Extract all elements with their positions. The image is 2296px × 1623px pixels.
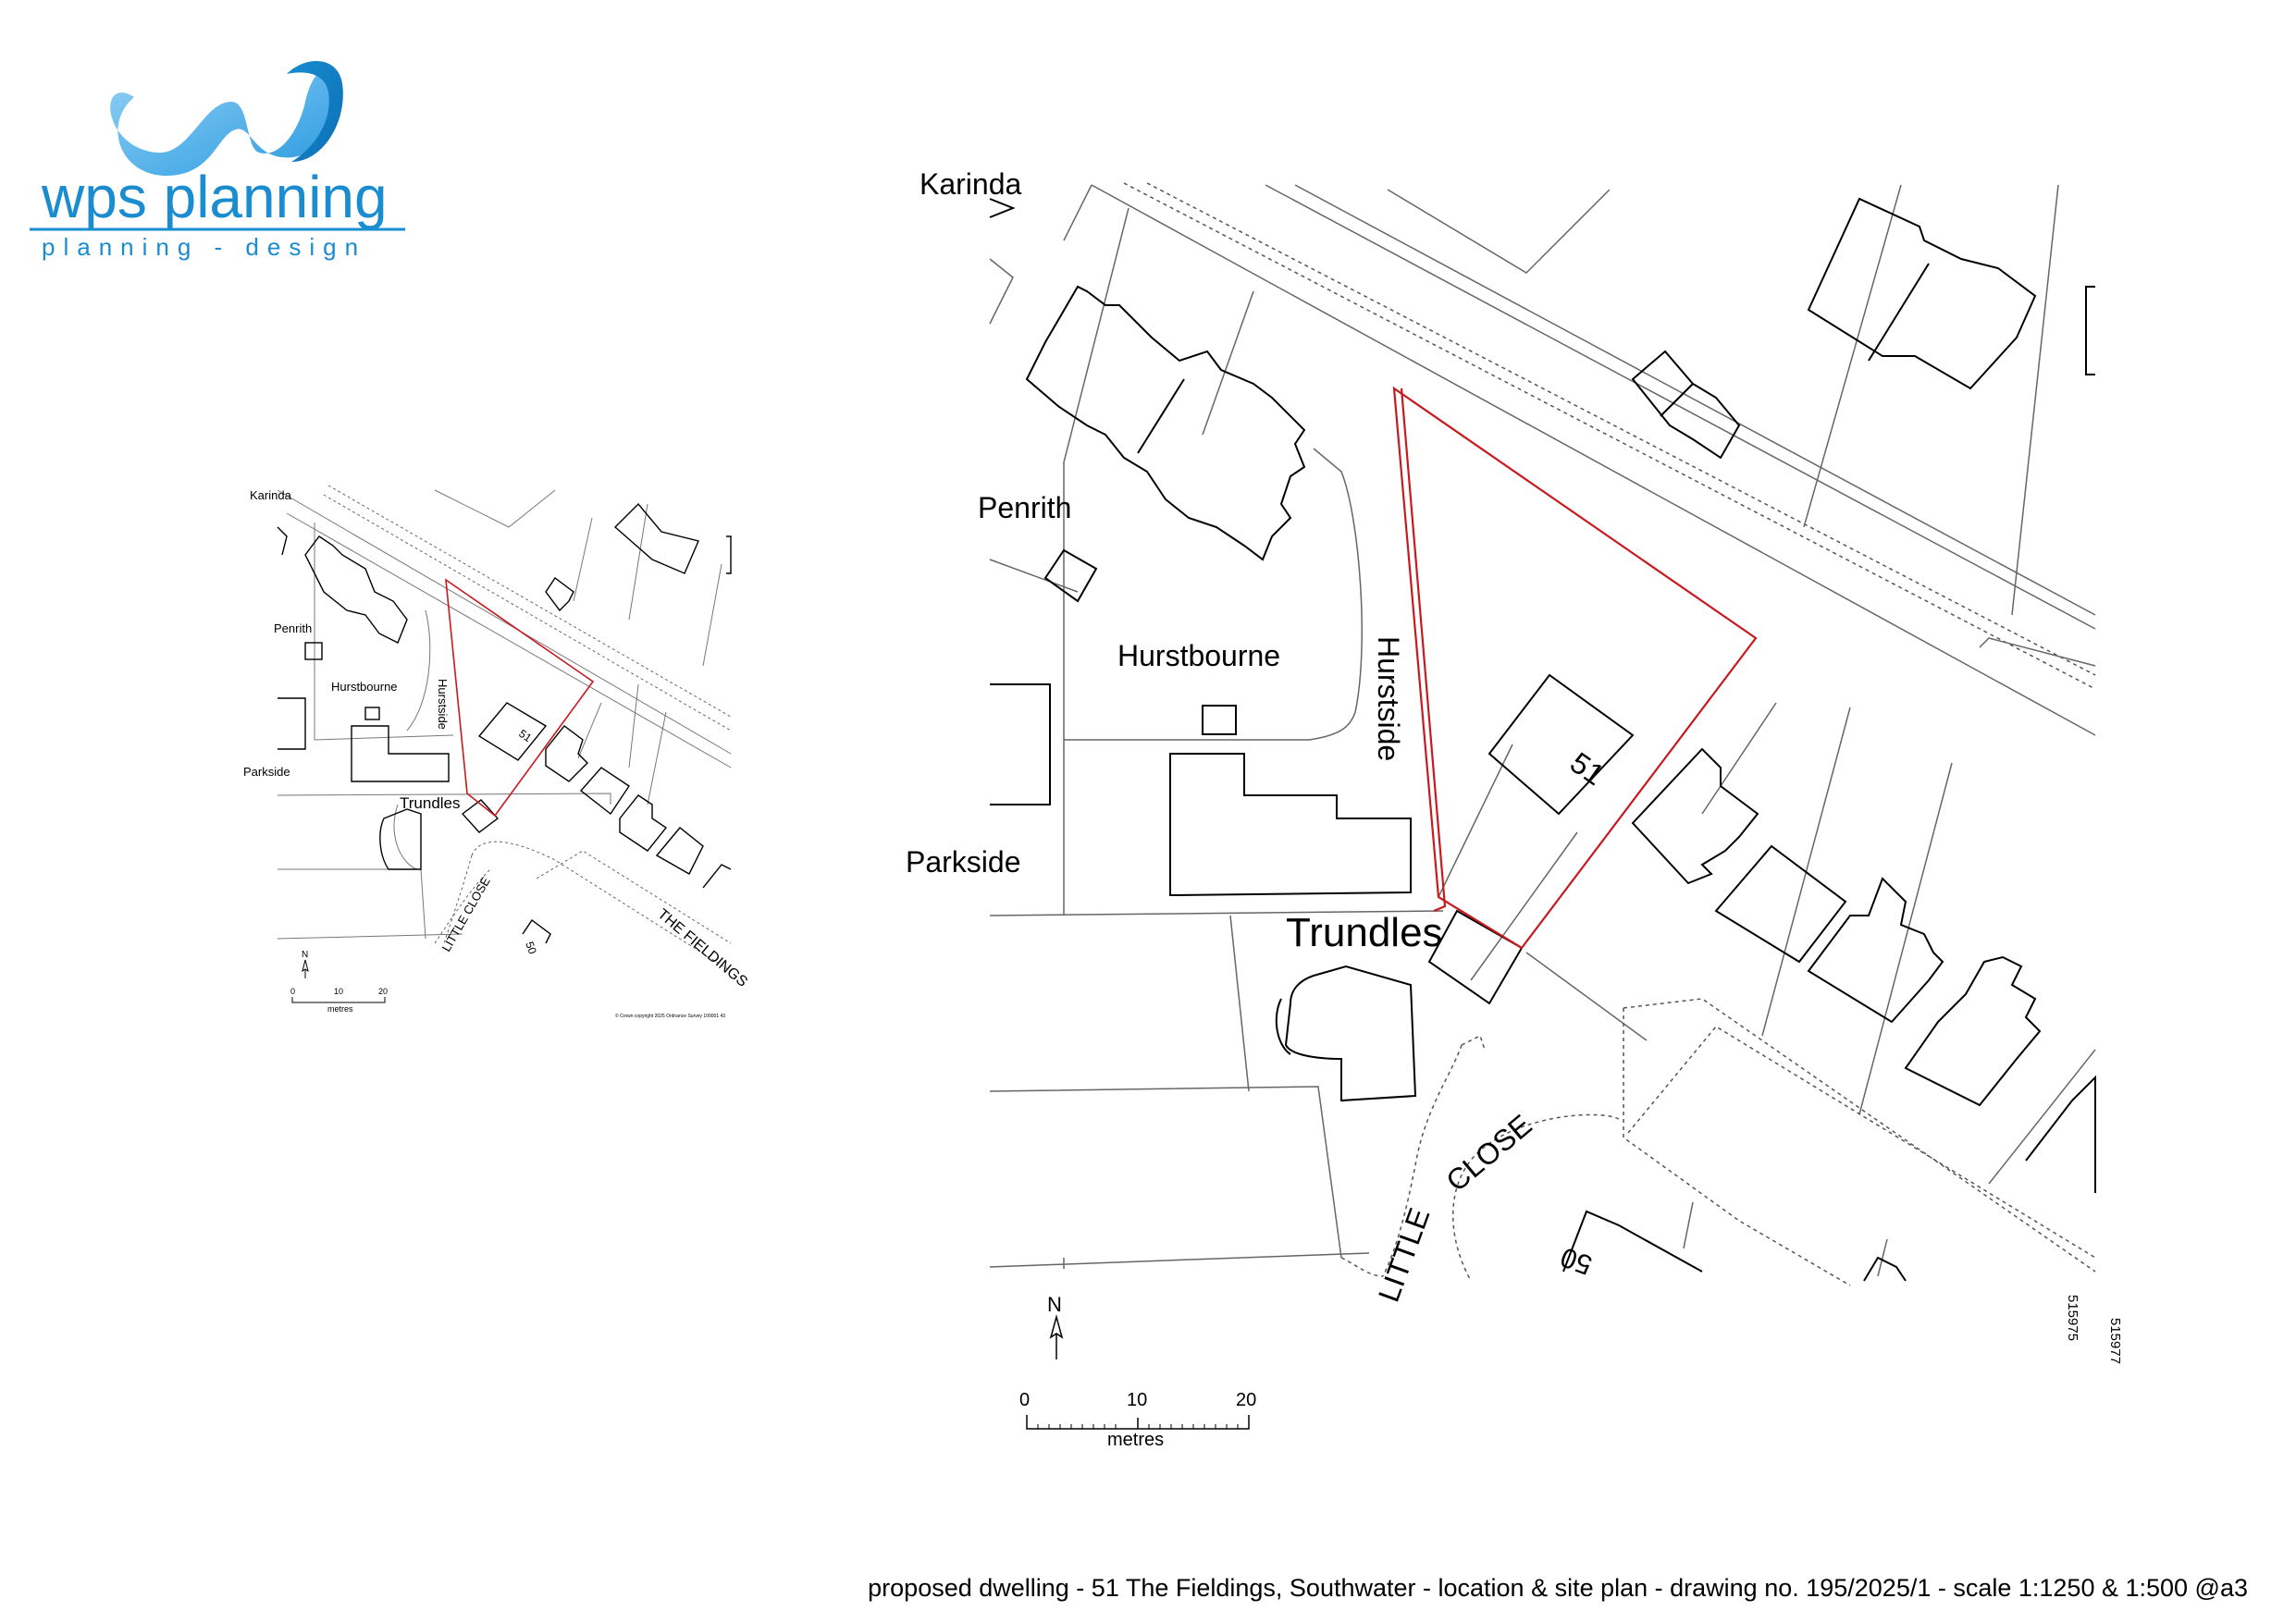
label-close: CLOSE (1439, 1108, 1537, 1198)
svg-text:20: 20 (1236, 1390, 1256, 1410)
grid-ref-515975: 515975 (2065, 1295, 2080, 1341)
label-penrith: Penrith (978, 491, 1071, 524)
loc-label-penrith: Penrith (274, 621, 312, 635)
label-karinda: Karinda (920, 167, 1022, 201)
label-parkside: Parkside (906, 845, 1021, 879)
site-boundary (1392, 386, 1758, 950)
logo-name: wps planning (41, 164, 388, 230)
svg-text:20: 20 (378, 987, 388, 996)
site-boundary-inner (1400, 387, 1447, 913)
svg-text:metres: metres (327, 1004, 353, 1014)
svg-text:N: N (1047, 1293, 1062, 1316)
logo-wave-mark (110, 70, 335, 176)
svg-text:10: 10 (1127, 1390, 1147, 1410)
label-house-50: 50 (1557, 1241, 1597, 1280)
location-scalebar: 0 10 20 metres (290, 987, 388, 1014)
wps-planning-logo: wps planning planning - design (30, 61, 405, 261)
logo-tagline: planning - design (42, 233, 366, 261)
site-plan-map: Karinda Penrith Hurstbourne Hurstside Pa… (906, 167, 2096, 1306)
loc-label-hurstside: Hurstside (436, 679, 450, 730)
location-site-boundary (445, 578, 595, 818)
svg-text:0: 0 (1019, 1390, 1030, 1410)
loc-label-house-50: 50 (523, 940, 539, 956)
label-plot-51: 51 (1564, 745, 1611, 792)
loc-label-karinda: Karinda (250, 488, 292, 502)
label-hurstside: Hurstside (1372, 636, 1405, 761)
label-little: LITTLE (1372, 1203, 1437, 1306)
label-hurstbourne: Hurstbourne (1117, 639, 1280, 672)
location-north-arrow: N (302, 950, 309, 978)
svg-text:metres: metres (1107, 1430, 1164, 1450)
svg-text:N: N (302, 950, 308, 960)
loc-label-parkside: Parkside (243, 765, 290, 779)
loc-label-trundles: Trundles (400, 794, 461, 812)
svg-text:0: 0 (290, 987, 295, 996)
svg-text:10: 10 (334, 987, 343, 996)
location-copyright: © Crown copyright 2025 Ordnance Survey 1… (615, 1013, 725, 1019)
site-north-arrow: N (1047, 1293, 1064, 1359)
logo-wave-mark-dark (287, 61, 343, 162)
loc-label-hurstbourne: Hurstbourne (331, 680, 398, 694)
site-scalebar: 0 10 20 metres (1019, 1390, 1256, 1450)
label-trundles: Trundles (1286, 910, 1443, 955)
grid-ref-515977: 515977 (2107, 1318, 2123, 1364)
drawing-title: proposed dwelling - 51 The Fieldings, So… (868, 1574, 2248, 1602)
